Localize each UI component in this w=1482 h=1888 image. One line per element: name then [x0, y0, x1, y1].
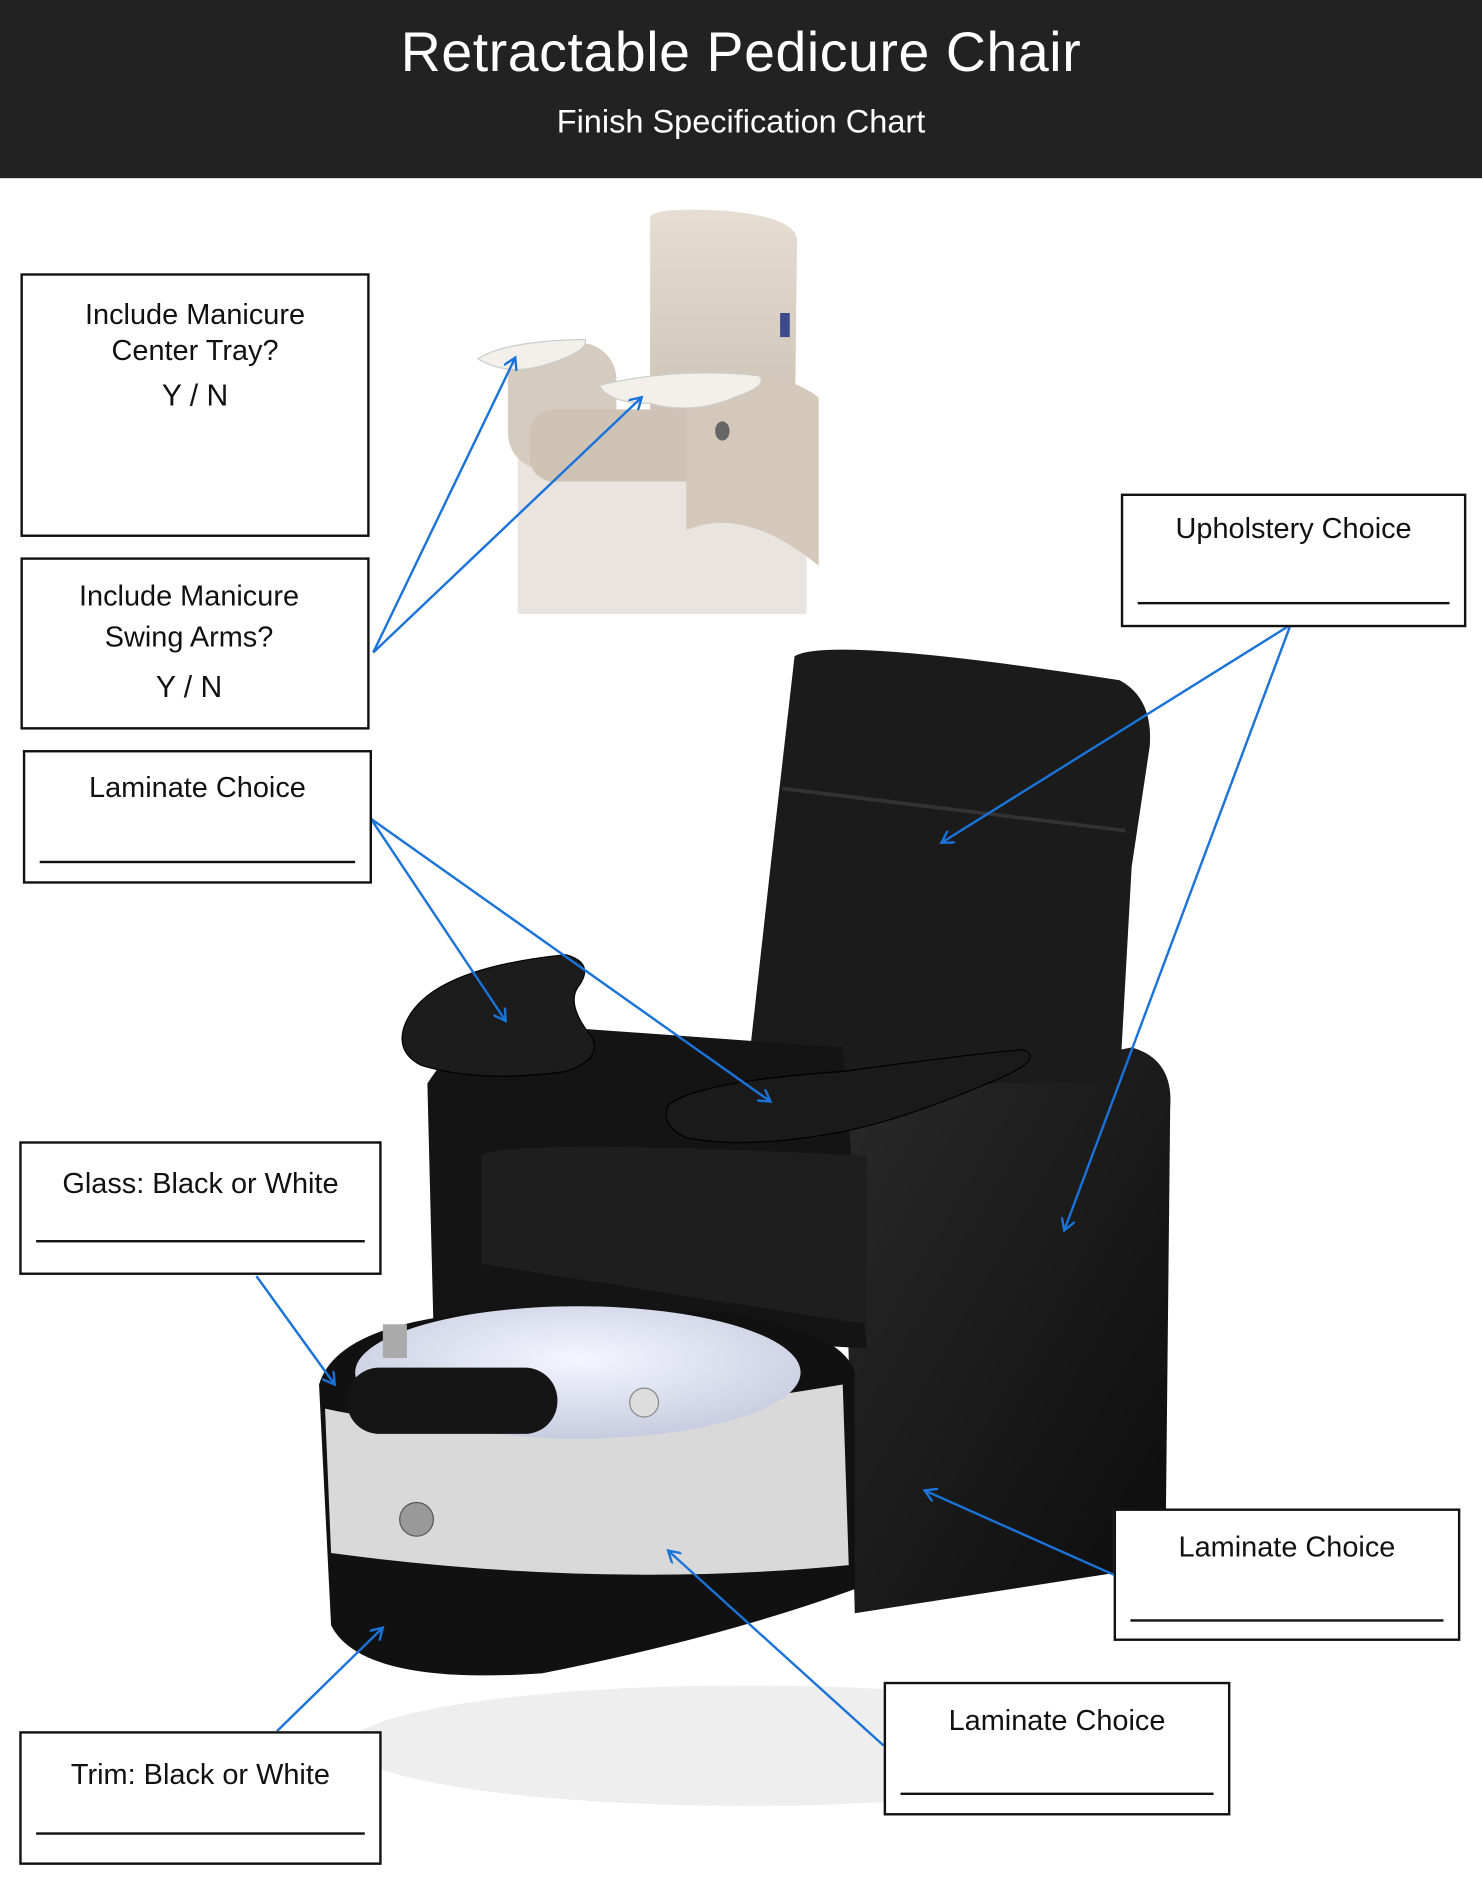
upholstery-label: Upholstery Choice — [1175, 512, 1412, 546]
page-title: Retractable Pedicure Chair — [400, 20, 1082, 84]
swing-arms-label-2: Swing Arms? — [104, 621, 274, 654]
arrow-laminate-basin — [668, 1551, 885, 1747]
upholstery-fill-line[interactable] — [1137, 601, 1450, 605]
arrow-laminate-side — [925, 1490, 1115, 1576]
black-pedicure-chair-image — [319, 649, 1171, 1806]
arrow-laminate-left-arm — [369, 817, 506, 1021]
laminate-side-box: Laminate Choice — [1113, 1508, 1461, 1641]
laminate-basin-box: Laminate Choice — [883, 1681, 1231, 1816]
trim-fill-line[interactable] — [36, 1832, 365, 1835]
center-tray-label-1: Include Manicure — [85, 298, 306, 332]
laminate-basin-label: Laminate Choice — [948, 1704, 1166, 1738]
laminate-arms-label: Laminate Choice — [89, 771, 306, 805]
trim-box: Trim: Black or White — [19, 1731, 382, 1865]
arrow-swing-arm-left — [372, 358, 515, 654]
callout-arrows — [255, 358, 1292, 1747]
swing-arms-choice[interactable]: Y / N — [155, 670, 223, 705]
arrow-upholstery-side — [1064, 624, 1292, 1231]
beige-chair-image — [476, 209, 819, 614]
center-tray-label-2: Center Tray? — [111, 334, 279, 368]
swing-arms-label-1: Include Manicure — [78, 580, 300, 613]
arrow-laminate-right-arm — [370, 817, 771, 1102]
arrow-glass — [255, 1275, 334, 1384]
laminate-side-fill-line[interactable] — [1130, 1619, 1444, 1622]
header-banner: Retractable Pedicure Chair Finish Specif… — [0, 0, 1482, 179]
laminate-side-label: Laminate Choice — [1178, 1531, 1396, 1564]
glass-fill-line[interactable] — [36, 1240, 365, 1243]
page-subtitle: Finish Specification Chart — [556, 103, 926, 140]
glass-label: Glass: Black or White — [62, 1167, 339, 1201]
upholstery-box: Upholstery Choice — [1120, 493, 1467, 628]
center-tray-choice[interactable]: Y / N — [161, 379, 229, 413]
glass-box: Glass: Black or White — [19, 1141, 382, 1275]
arrow-swing-arm-right — [372, 397, 641, 654]
arrow-trim — [276, 1628, 383, 1733]
laminate-arms-fill-line[interactable] — [39, 860, 356, 864]
center-tray-option-box: Include Manicure Center Tray? Y / N — [20, 273, 370, 537]
trim-label: Trim: Black or White — [70, 1758, 330, 1792]
laminate-basin-fill-line[interactable] — [900, 1792, 1214, 1796]
laminate-arms-box: Laminate Choice — [22, 750, 373, 884]
arrow-upholstery-back — [941, 623, 1292, 843]
swing-arms-option-box: Include Manicure Swing Arms? Y / N — [20, 557, 370, 730]
